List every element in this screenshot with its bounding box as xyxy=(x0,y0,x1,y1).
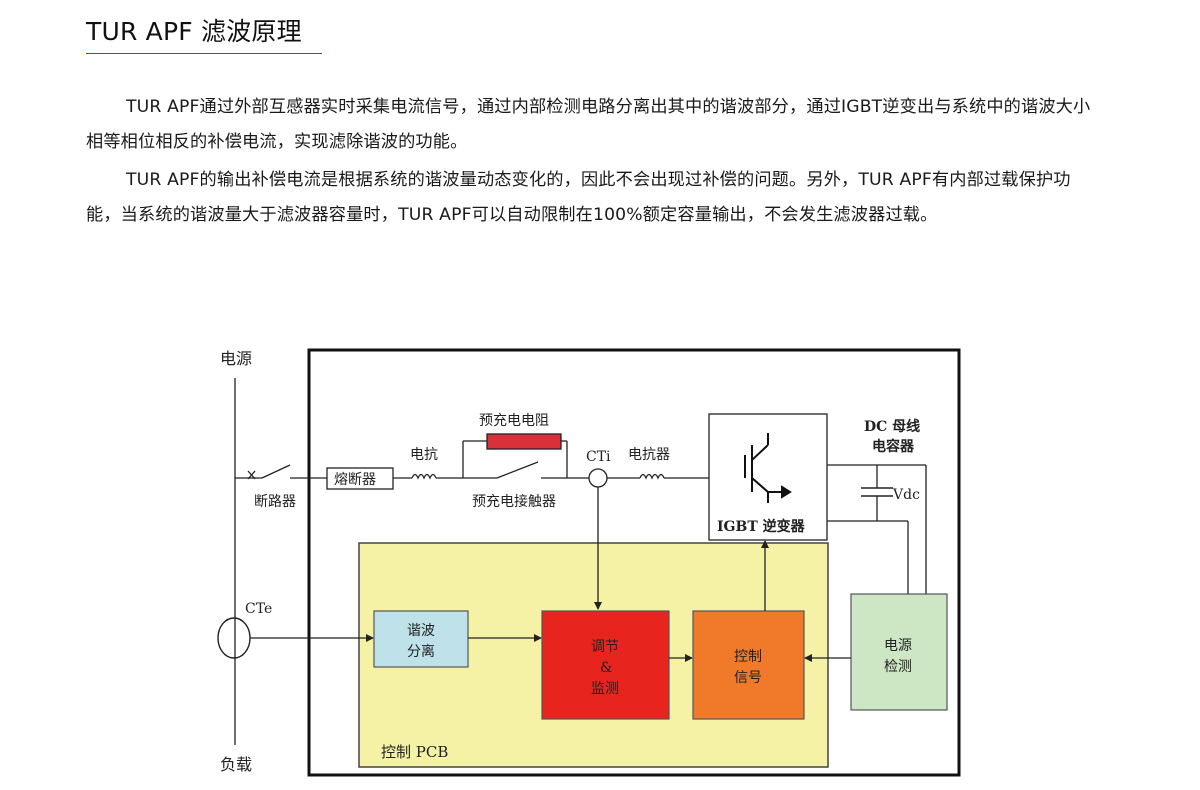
reactor-1-label: 电抗 xyxy=(410,447,438,463)
power-detect-line2: 检测 xyxy=(884,659,912,675)
regulate-line2: & xyxy=(600,660,612,676)
igbt-label: IGBT 逆变器 xyxy=(717,518,806,535)
breaker-x-icon xyxy=(247,470,256,480)
reactor-1-coil xyxy=(411,473,437,480)
cti-sensor xyxy=(588,468,608,488)
harmonic-separation-block xyxy=(373,610,469,668)
regulate-line1: 调节 xyxy=(591,639,619,655)
power-detect-line1: 电源 xyxy=(884,638,912,654)
reactor-2-coil xyxy=(639,473,665,480)
harmonic-sep-line2: 分离 xyxy=(407,643,435,660)
harmonic-sep-line1: 谐波 xyxy=(407,623,435,639)
title-underline xyxy=(86,53,322,54)
cte-label: CTe xyxy=(245,601,272,617)
precharge-contactor-blade xyxy=(496,461,539,479)
contactor-gap xyxy=(497,474,541,482)
power-detect-block xyxy=(850,593,948,711)
paragraph-1: TUR APF通过外部互感器实时采集电流信号，通过内部检测电路分离出其中的谐波部… xyxy=(86,97,1091,152)
precharge-resistor-label: 预充电电阻 xyxy=(479,413,549,429)
igbt-symbol-icon xyxy=(744,433,792,503)
fuse-label: 熔断器 xyxy=(334,472,376,488)
paragraph-2: TUR APF的输出补偿电流是根据系统的谐波量动态变化的，因此不会出现过补偿的问… xyxy=(86,170,1071,225)
regulate-monitor-block xyxy=(541,610,670,720)
cti-label: CTi xyxy=(586,449,611,465)
dc-label-line2: 电容器 xyxy=(872,438,915,455)
control-line2: 信号 xyxy=(734,670,762,686)
cte-sensor xyxy=(217,617,251,659)
control-line1: 控制 xyxy=(734,649,762,665)
apf-enclosure xyxy=(307,348,961,777)
vdc-label: Vdc xyxy=(892,487,920,503)
precharge-resistor xyxy=(486,433,562,450)
load-label: 负载 xyxy=(220,755,252,774)
reactor-2-label: 电抗器 xyxy=(628,447,670,463)
source-label: 电源 xyxy=(220,349,252,368)
regulate-line3: 监测 xyxy=(591,681,619,697)
page-title: TUR APF 滤波原理 xyxy=(86,17,302,46)
precharge-contactor-label: 预充电接触器 xyxy=(472,493,556,510)
control-signal-block xyxy=(692,610,805,720)
pcb-label: 控制 PCB xyxy=(381,743,448,761)
dc-label-line1: DC 母线 xyxy=(864,418,920,435)
breaker-blade xyxy=(261,464,291,479)
breaker-label: 断路器 xyxy=(254,494,296,510)
